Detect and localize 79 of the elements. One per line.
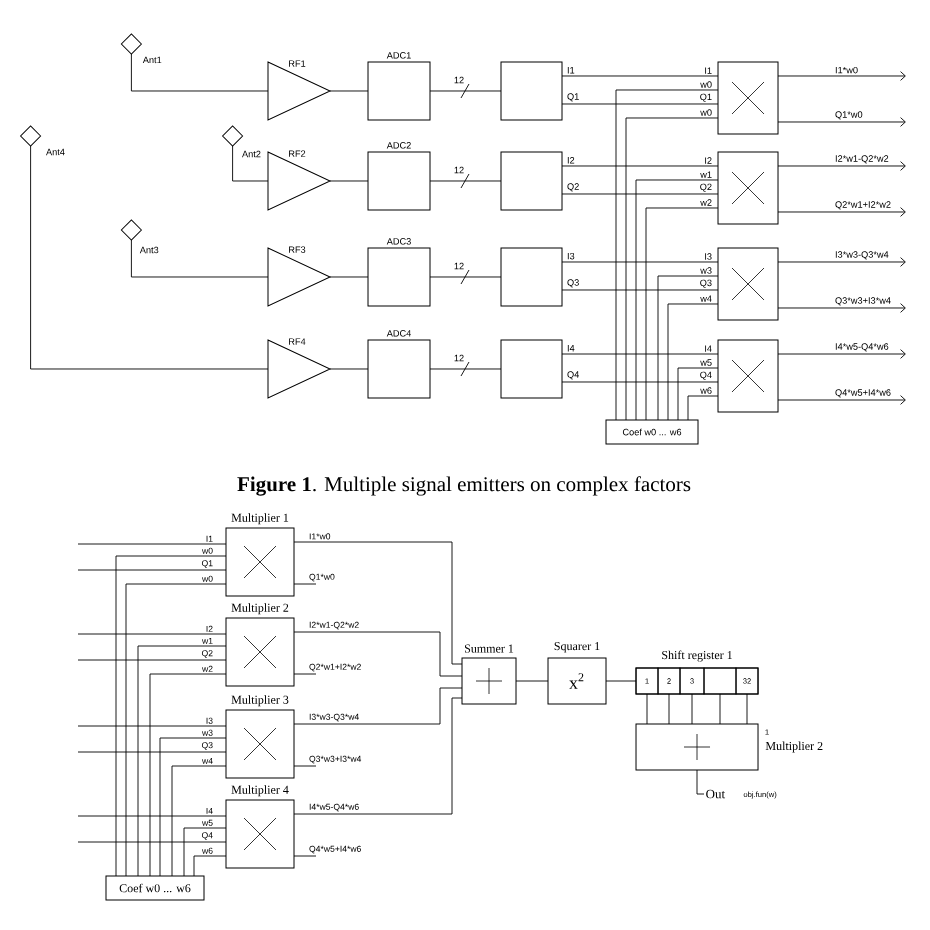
signal-line xyxy=(77,569,227,571)
signal-line xyxy=(329,368,369,370)
signal-line xyxy=(329,90,369,92)
signal-line xyxy=(293,673,317,675)
splitter-box xyxy=(500,247,563,307)
signal-line xyxy=(159,737,227,877)
splitter-box xyxy=(500,151,563,211)
signal-line xyxy=(329,180,369,182)
signal-line xyxy=(125,583,227,877)
signal-line xyxy=(293,687,463,725)
signal-line xyxy=(293,583,317,585)
signal-line xyxy=(646,693,648,725)
signal-line xyxy=(193,855,227,877)
signal-line xyxy=(30,145,269,370)
signal-line xyxy=(429,90,502,92)
signal-line xyxy=(625,117,719,421)
signal-line xyxy=(667,303,719,421)
output-arrow xyxy=(777,71,906,81)
signal-line xyxy=(657,275,719,421)
output-arrow xyxy=(777,395,906,405)
output-arrow xyxy=(777,161,906,171)
multiplier-box xyxy=(717,151,779,225)
signal-line xyxy=(130,239,269,278)
signal-line xyxy=(691,693,693,725)
signal-line xyxy=(677,367,719,421)
squarer-box: x$^{2}$ xyxy=(547,657,607,705)
output-arrow xyxy=(777,349,906,359)
signal-line xyxy=(293,697,463,815)
signal-line xyxy=(293,765,317,767)
signal-line xyxy=(293,541,463,665)
signal-line xyxy=(719,693,721,725)
signal-line xyxy=(561,103,719,105)
signal-line xyxy=(77,543,227,545)
signal-line xyxy=(605,680,637,682)
signal-line xyxy=(561,353,719,355)
output-arrow xyxy=(777,303,906,313)
signal-line xyxy=(77,751,227,753)
signal-line xyxy=(635,179,719,421)
output-arrow xyxy=(777,207,906,217)
output-arrow xyxy=(777,117,906,127)
register-cell xyxy=(703,667,737,695)
signal-line xyxy=(696,769,705,795)
signal-line xyxy=(561,381,719,383)
signal-line xyxy=(668,693,670,725)
output-arrow xyxy=(777,257,906,267)
signal-line xyxy=(171,765,227,877)
signal-line xyxy=(77,659,227,661)
signal-line xyxy=(183,827,227,877)
signal-line xyxy=(561,165,719,167)
signal-line xyxy=(561,261,719,263)
signal-line xyxy=(561,193,719,195)
signal-line xyxy=(77,841,227,843)
multiplier-box xyxy=(717,339,779,413)
splitter-box xyxy=(500,61,563,121)
signal-line xyxy=(77,633,227,635)
signal-line xyxy=(645,207,719,421)
signal-line xyxy=(293,631,463,677)
signal-line xyxy=(232,145,269,182)
signal-line xyxy=(429,276,502,278)
signal-line xyxy=(130,53,269,92)
signal-line xyxy=(115,555,227,877)
signal-line xyxy=(293,855,317,857)
caption: Figure 1. Multiple signal emitters on complex factors xyxy=(237,476,691,496)
signal-line xyxy=(746,693,748,725)
signal-line xyxy=(137,645,227,877)
signal-line xyxy=(615,89,719,421)
signal-line xyxy=(561,75,719,77)
signal-line xyxy=(429,368,502,370)
signal-line xyxy=(77,725,227,727)
signal-line xyxy=(429,180,502,182)
multiplier-box xyxy=(717,247,779,321)
signal-line xyxy=(687,395,719,421)
multiplier-box xyxy=(717,61,779,135)
signal-line xyxy=(515,680,549,682)
signal-line xyxy=(561,289,719,291)
signal-line xyxy=(149,673,227,877)
signal-line xyxy=(329,276,369,278)
splitter-box xyxy=(500,339,563,399)
signal-line xyxy=(77,815,227,817)
